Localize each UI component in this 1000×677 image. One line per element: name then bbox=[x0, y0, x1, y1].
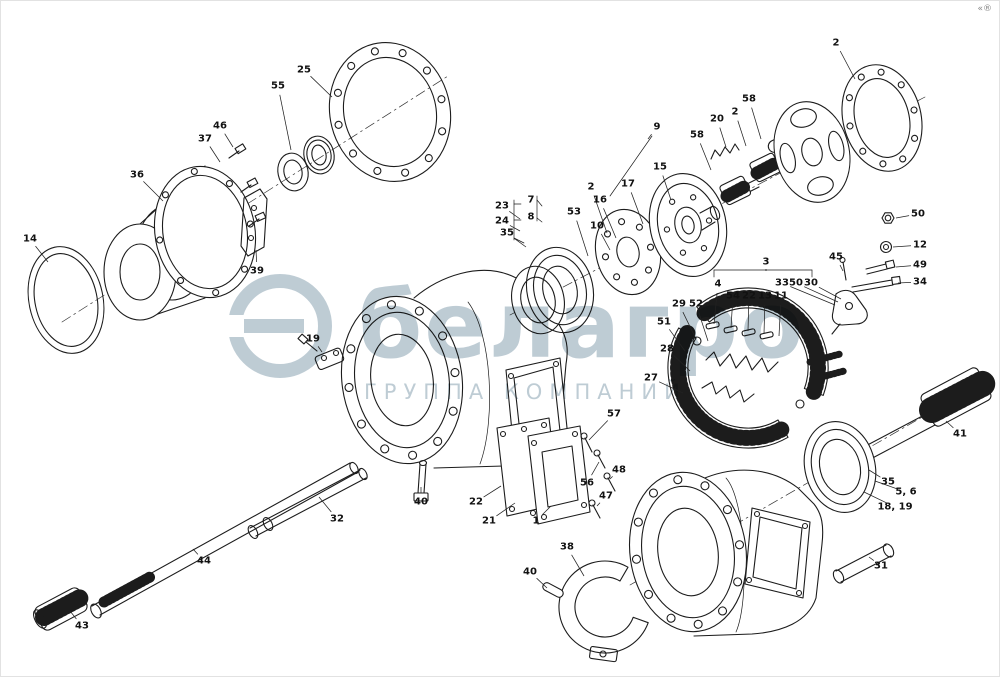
brake-anchor-ring bbox=[542, 560, 649, 663]
inspection-cover bbox=[496, 417, 616, 525]
drum-ring bbox=[841, 64, 923, 172]
hub-drum bbox=[103, 165, 257, 321]
retainer-bracket bbox=[297, 333, 345, 371]
oil-seal bbox=[525, 246, 595, 334]
housing-stud bbox=[413, 459, 429, 502]
cover-gasket bbox=[328, 41, 452, 183]
brake-spider bbox=[773, 101, 851, 203]
seal-rings bbox=[277, 135, 335, 192]
spacer-sleeve bbox=[832, 543, 895, 584]
hub-bearing bbox=[803, 421, 877, 513]
hub-studs bbox=[228, 143, 268, 257]
wheel-hub-housing bbox=[628, 469, 824, 637]
axle-shafts bbox=[33, 461, 368, 631]
brake-shoes bbox=[667, 287, 848, 449]
output-shaft bbox=[854, 367, 997, 464]
o-ring bbox=[27, 246, 105, 354]
axle-housing bbox=[340, 265, 569, 469]
corner-mark: «® bbox=[977, 4, 992, 14]
fasteners bbox=[831, 212, 902, 335]
